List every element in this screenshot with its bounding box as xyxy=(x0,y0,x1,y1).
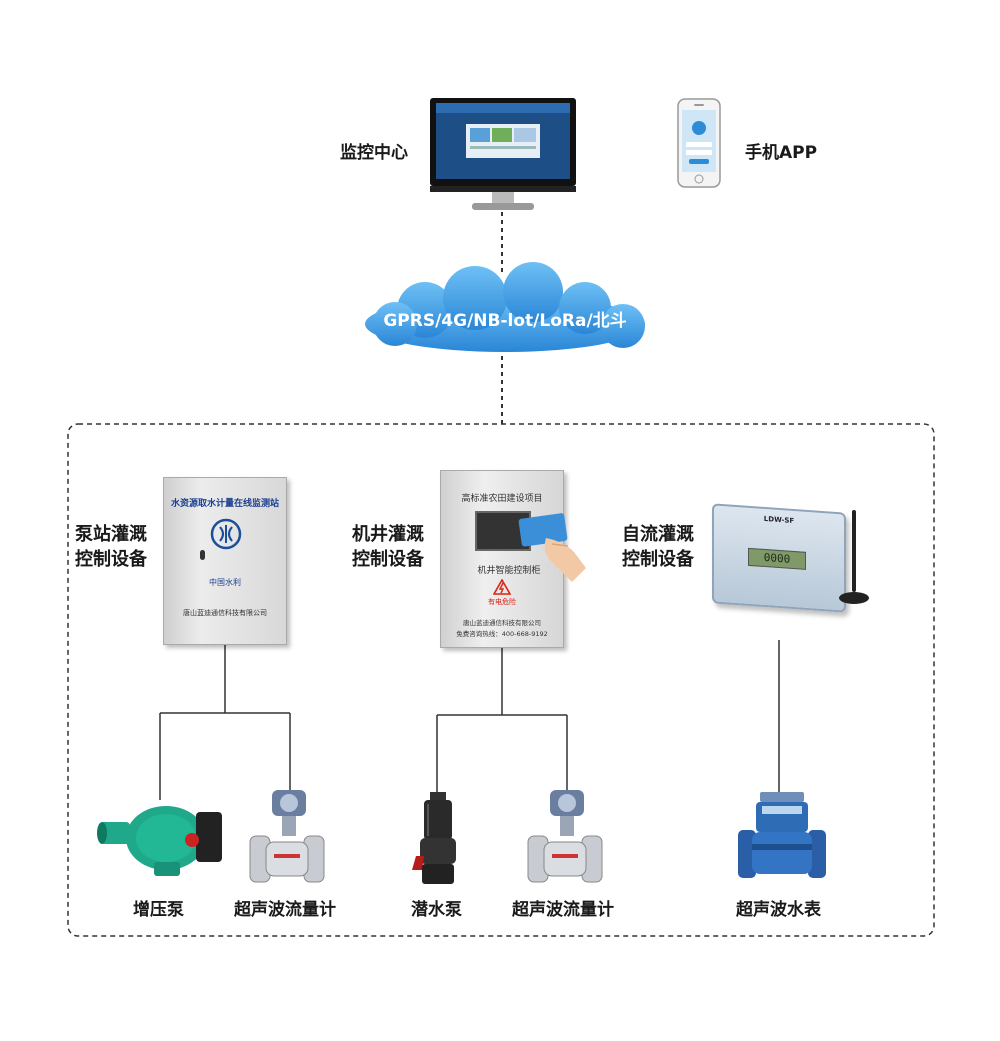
flowmeter-2-icon xyxy=(527,790,603,883)
ic-card-hand-icon xyxy=(518,513,586,582)
phone-label: 手机APP xyxy=(745,143,818,163)
pump-station-box-company: 唐山蓝迪通信科技有限公司 xyxy=(183,609,267,617)
monitor-icon xyxy=(430,98,576,210)
gravity-device-model: LDW-SF xyxy=(763,514,795,526)
well-box-sub: 机井智能控制柜 xyxy=(477,566,541,576)
water-logo-icon xyxy=(210,518,242,550)
well-cabinet: 高标准农田建设项目 机井智能控制柜 有电危险 唐山蓝迪通信科技有限公司 免费咨询… xyxy=(440,470,564,648)
cloud-icon xyxy=(365,262,645,352)
field-boundary xyxy=(67,423,935,937)
pump-station-cabinet: 水资源取水计量在线监测站 中国水利 唐山蓝迪通信科技有限公司 xyxy=(163,477,287,645)
gravity-device: LDW-SF 0000 xyxy=(712,503,846,613)
well-box-warning: 有电危险 xyxy=(488,598,516,606)
pump-station-box-title: 水资源取水计量在线监测站 xyxy=(170,499,279,509)
booster-pump-label: 增压泵 xyxy=(133,900,184,920)
warning-icon xyxy=(493,579,511,595)
flowmeter-1-label: 超声波流量计 xyxy=(234,900,336,920)
well-box-hotline: 免费咨询热线：400-668-9192 xyxy=(456,630,548,638)
submersible-pump-icon xyxy=(412,792,456,884)
cabinet-lock xyxy=(200,550,205,560)
water-meter-icon xyxy=(738,792,826,878)
cloud-label: GPRS/4G/NB-lot/LoRa/北斗 xyxy=(383,311,627,331)
flowmeter-1-icon xyxy=(249,790,325,883)
booster-pump-icon xyxy=(97,806,222,876)
antenna-icon xyxy=(839,510,869,604)
submersible-pump-label: 潜水泵 xyxy=(411,900,462,920)
water-meter-label: 超声波水表 xyxy=(736,900,821,920)
gravity-label: 自流灌溉 控制设备 xyxy=(622,524,694,570)
gravity-device-display: 0000 xyxy=(748,547,806,570)
phone-icon xyxy=(677,98,721,188)
pump-station-label: 泵站灌溉 控制设备 xyxy=(75,524,147,570)
well-box-title: 高标准农田建设项目 xyxy=(461,494,543,504)
pump-station-box-sub: 中国水利 xyxy=(209,578,241,587)
flowmeter-2-label: 超声波流量计 xyxy=(512,900,614,920)
well-label: 机井灌溉 控制设备 xyxy=(352,524,424,570)
monitor-label: 监控中心 xyxy=(340,143,408,163)
well-box-company: 唐山蓝迪通信科技有限公司 xyxy=(463,619,541,627)
